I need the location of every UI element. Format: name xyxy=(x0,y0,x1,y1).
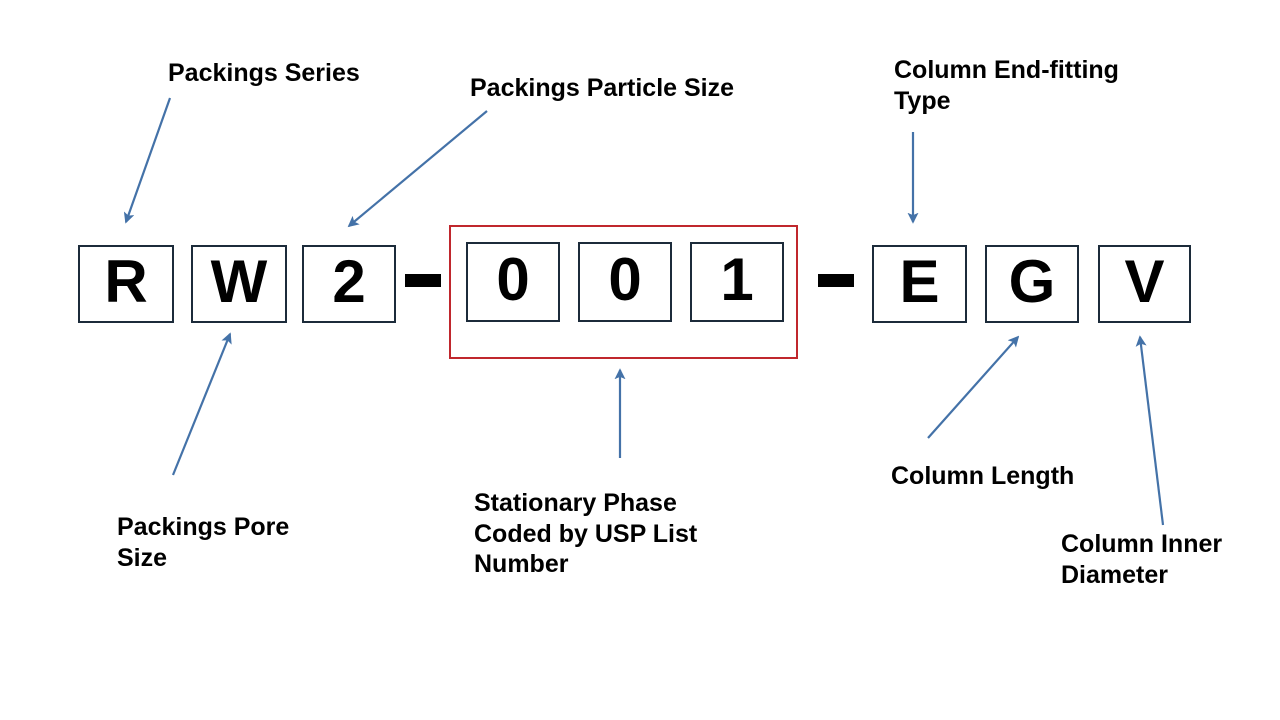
separator-dash-2 xyxy=(818,274,854,287)
char-value-0-second: 0 xyxy=(608,246,642,313)
callout-packings-particle-size: Packings Particle Size xyxy=(470,74,735,102)
callout-column-end-fitting-type: Column End-fitting Type xyxy=(894,56,1119,115)
char-value-v: V xyxy=(1124,248,1165,315)
char-value-1: 1 xyxy=(720,246,754,313)
char-box-v[interactable]: V xyxy=(1098,245,1191,323)
char-value-w: W xyxy=(210,248,268,315)
char-box-e[interactable]: E xyxy=(872,245,967,323)
char-box-r[interactable]: R xyxy=(78,245,174,323)
char-box-0-second[interactable]: 0 xyxy=(578,242,672,322)
char-box-1[interactable]: 1 xyxy=(690,242,784,322)
char-box-0-first[interactable]: 0 xyxy=(466,242,560,322)
arrow-column-inner-diameter xyxy=(1135,335,1165,526)
arrow-packings-pore-size xyxy=(171,332,232,476)
char-value-g: G xyxy=(1008,248,1056,315)
char-box-w[interactable]: W xyxy=(191,245,287,323)
char-box-2[interactable]: 2 xyxy=(302,245,396,323)
callout-column-length: Column Length xyxy=(891,462,1075,490)
callout-column-inner-diameter: Column Inner Diameter xyxy=(1061,530,1223,589)
callout-packings-pore-size: Packings Pore Size xyxy=(117,513,290,572)
arrow-column-length xyxy=(927,335,1020,439)
char-value-e: E xyxy=(899,248,940,315)
char-value-0-first: 0 xyxy=(496,246,530,313)
callout-packings-series: Packings Series xyxy=(168,59,360,87)
char-value-2: 2 xyxy=(332,248,366,315)
usp-list-number-highlight xyxy=(449,225,798,359)
callout-stationary-phase-usp: Stationary Phase Coded by USP List Numbe… xyxy=(474,489,698,578)
char-value-r: R xyxy=(104,248,148,315)
arrow-packings-series xyxy=(123,97,172,224)
separator-dash-1 xyxy=(405,274,441,287)
char-box-g[interactable]: G xyxy=(985,245,1079,323)
arrow-packings-particle-size xyxy=(347,110,488,228)
